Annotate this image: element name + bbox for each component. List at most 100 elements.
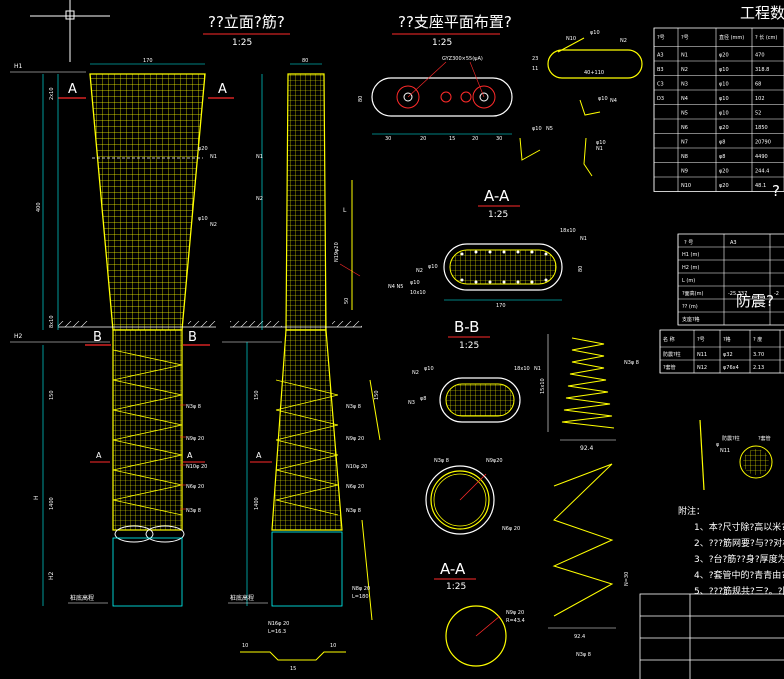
- hook-n10tag: N10: [566, 36, 576, 42]
- n9-callout: N9φ 20: [186, 436, 204, 442]
- eng-header: ? 长 (cm): [755, 34, 777, 41]
- side-cell-cut: -2: [774, 291, 779, 297]
- notes-list: 1、本?尺寸除?高以米?、2、???筋网要?与??对相3、?台?筋??身?厚度为…: [694, 521, 784, 597]
- spiral-n3: N3φ 8: [624, 360, 639, 366]
- hook-n2: N2: [620, 38, 627, 44]
- eng-cell: D3: [657, 96, 664, 102]
- section-aa-scale: 1:25: [488, 210, 508, 220]
- n6-callout: N6φ 20: [186, 484, 204, 490]
- h-label: H: [33, 495, 40, 500]
- note-item: 5、???筋规共?三?。?图: [694, 585, 784, 597]
- engineering-table-title: 工程数: [740, 4, 784, 22]
- eng-cell: 68: [755, 82, 761, 88]
- pier-elevation-side: 80 N1 N2 150 1400 A N3φ 8 N9φ 20 N10φ 20…: [222, 58, 381, 672]
- seis-header: 名 称: [663, 336, 675, 343]
- eng-cell: N3: [681, 82, 688, 88]
- hook-details: φ10 N10 40+110 23 11 N2 N4 φ10 N5 φ10 N1…: [519, 30, 643, 177]
- hook-n1b: φ10: [596, 140, 606, 146]
- n1-callout-tag: N1: [210, 154, 217, 160]
- eng-cell: 48.1: [755, 183, 766, 189]
- n6r-callout: N6φ 20: [346, 484, 364, 490]
- eng-cell: N9: [681, 169, 688, 175]
- spiral-n3b: N3φ 8: [576, 652, 591, 658]
- n1-callout: φ20: [198, 146, 208, 152]
- eng-cell: N2: [681, 67, 688, 73]
- eng-cell: 102: [755, 96, 765, 102]
- n16-dim3: 10: [330, 643, 336, 649]
- n19-callout: N19φ20: [334, 242, 340, 262]
- plan-d30a: 30: [385, 136, 391, 142]
- hook-n5b: φ10: [532, 126, 542, 132]
- circle-n9: N9φ20: [486, 458, 503, 464]
- eng-header: 直径 (mm): [719, 34, 744, 41]
- seis-cell: N11: [697, 352, 707, 358]
- seis-header: ?号: [697, 337, 705, 343]
- seis-cell: 3.70: [753, 352, 764, 358]
- hook-n5: N5: [546, 126, 553, 132]
- side-cell: H2 (m): [682, 265, 699, 271]
- n9r-callout: N9φ 20: [346, 436, 364, 442]
- spiral-d92b: 92.4: [574, 634, 585, 640]
- aa-n1: N1: [580, 236, 587, 242]
- n10-callout: N10φ 20: [186, 464, 207, 470]
- eng-cell: φ10: [719, 67, 729, 73]
- anchor-label: 防震?柱: [722, 435, 740, 442]
- eng-cell: B3: [657, 67, 664, 73]
- eng-cell: 52: [755, 111, 761, 117]
- n2-callout-tag: N2: [210, 222, 217, 228]
- hook-n1: N1: [596, 146, 603, 152]
- pier-elevation-front: 170 A A B B A: [10, 58, 234, 607]
- hook-n10c: φ10: [598, 96, 608, 102]
- n16-label: N16φ 20: [268, 621, 289, 627]
- bb-n2: N2: [412, 370, 419, 376]
- aa-d170: 170: [496, 303, 506, 309]
- eng-cell: N5: [681, 111, 688, 117]
- side-cell: ?? (m): [682, 304, 698, 310]
- plan-d20: 20: [420, 136, 426, 142]
- eng-cell: N6: [681, 125, 688, 131]
- sec-a-side: A: [256, 451, 262, 460]
- eng-cell: 318.8: [755, 67, 769, 73]
- eng-header: ?号: [657, 35, 665, 41]
- side-header: ? 号: [684, 240, 693, 246]
- side-table-head: ?: [772, 182, 780, 200]
- seis-header: ? 度: [753, 336, 762, 343]
- side-cell: -25.337: [728, 291, 747, 297]
- spiral-d92: 92.4: [580, 445, 594, 452]
- eng-cell: φ8: [719, 140, 725, 146]
- cad-crosshair: [30, 0, 110, 62]
- n10r-callout: N10φ 20: [346, 464, 367, 470]
- circle-n9r-len: R=43.4: [506, 618, 525, 624]
- section-bb-drawing: N2 φ10 N3 φ8 N1 18x10: [408, 366, 541, 423]
- section-aa2-title: A-A: [440, 560, 466, 578]
- bb-phi10: φ10: [424, 366, 434, 372]
- h2-bottom-label: H2: [48, 571, 55, 580]
- support-plan-drawing: GYZ300×55(ψA) 30 20 15 20 30 80: [358, 56, 513, 142]
- spiral-n30: N=30: [624, 572, 630, 586]
- hook-d23: 23: [532, 56, 538, 62]
- section-aa2-scale: 1:25: [446, 582, 466, 592]
- eng-cell: 470: [755, 53, 765, 59]
- dim-150: 150: [49, 390, 55, 400]
- note-item: 4、?套管中的?青青由?青: [694, 569, 784, 581]
- sec-a-lower-left: A: [96, 451, 102, 460]
- plan-d20b: 20: [472, 136, 478, 142]
- anchor-n11: N11: [720, 448, 730, 454]
- eng-cell: N8: [681, 154, 688, 160]
- eng-cell: φ10: [719, 82, 729, 88]
- anchor-phi: φ: [716, 442, 720, 448]
- eng-cell: φ20: [719, 183, 729, 189]
- n8-length: L=180: [352, 594, 369, 600]
- h1-label: H1: [14, 63, 23, 70]
- eng-cell: N10: [681, 183, 691, 189]
- eng-cell: 20790: [755, 140, 771, 146]
- sec-a-right: A: [218, 82, 227, 97]
- l-label: L: [343, 207, 347, 214]
- n3r-callout: N3φ 8: [346, 404, 361, 410]
- eng-cell: N7: [681, 140, 688, 146]
- n3-callout: N3φ 8: [186, 404, 201, 410]
- pile-bottom-right: 桩底高程: [230, 594, 254, 602]
- dim-150b: 150: [254, 390, 260, 400]
- dim-150c: 150: [374, 390, 380, 400]
